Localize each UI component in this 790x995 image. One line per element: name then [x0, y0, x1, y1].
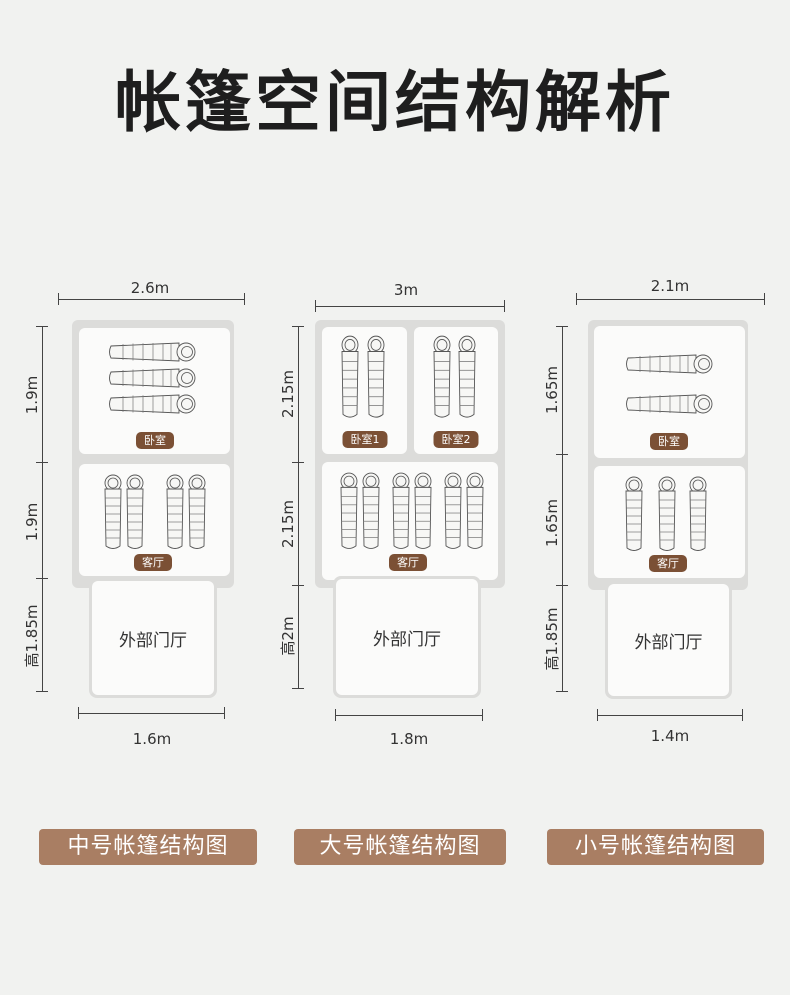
- room-length-label: 1.9m: [23, 375, 41, 415]
- dimension-tick: [482, 709, 483, 721]
- side-dimension-line: [298, 326, 299, 689]
- sleeping-bag-icon: [658, 476, 676, 551]
- sleeping-bag-icon: [362, 472, 380, 549]
- bottom-width-label: 1.8m: [389, 730, 429, 748]
- sleeping-bag-icon: [126, 474, 144, 549]
- dimension-tick: [742, 709, 743, 721]
- sleeping-bag-icon: [433, 335, 451, 418]
- sleeping-bag-icon: [625, 476, 643, 551]
- dimension-tick: [556, 585, 568, 586]
- bottom-width-line: [597, 715, 743, 716]
- bottom-width-label: 1.6m: [132, 730, 172, 748]
- dimension-tick: [556, 454, 568, 455]
- sleeping-bag-icon: [414, 472, 432, 549]
- caption-small-tent: 小号帐篷结构图: [547, 829, 764, 865]
- page-title: 帐篷空间结构解析: [115, 64, 675, 141]
- dimension-tick: [597, 709, 598, 721]
- dimension-tick: [315, 300, 316, 312]
- room-tag: 客厅: [134, 554, 172, 571]
- side-dimension-line: [562, 326, 563, 692]
- dimension-tick: [224, 707, 225, 719]
- vestibule-height-label: 高1.85m: [543, 607, 561, 671]
- dimension-tick: [292, 585, 304, 586]
- room-bedroom-1: 卧室1: [322, 327, 407, 454]
- room-length-label: 2.15m: [279, 500, 297, 549]
- bottom-width-line: [335, 715, 483, 716]
- room-length-label: 1.9m: [23, 502, 41, 542]
- vestibule-label: 外部门厅: [608, 584, 729, 696]
- top-width-label: 2.1m: [650, 277, 690, 295]
- top-width-line: [58, 299, 245, 300]
- vestibule-label: 外部门厅: [336, 579, 478, 695]
- large-tent-diagram: 3m 2.15m 2.15m 高2m 卧室1 卧室2 客厅 外部门厅 1.8m: [263, 270, 526, 748]
- dimension-tick: [556, 326, 568, 327]
- sleeping-bag-icon: [466, 472, 484, 549]
- room-living: 客厅: [594, 466, 745, 578]
- sleeping-bag-icon: [109, 368, 196, 388]
- vestibule: 外部门厅: [89, 578, 217, 698]
- dimension-tick: [292, 326, 304, 327]
- vestibule-height-label: 高2m: [279, 616, 297, 656]
- sleeping-bag-icon: [188, 474, 206, 549]
- sleeping-bag-icon: [109, 342, 196, 362]
- dimension-tick: [78, 707, 79, 719]
- sleeping-bag-icon: [626, 394, 713, 414]
- sleeping-bag-icon: [104, 474, 122, 549]
- room-living: 客厅: [322, 462, 498, 580]
- room-length-label: 1.65m: [543, 366, 561, 415]
- top-width-line: [315, 306, 505, 307]
- vestibule: 外部门厅: [605, 581, 732, 699]
- room-tag: 客厅: [389, 554, 427, 571]
- room-tag: 卧室2: [433, 431, 479, 448]
- room-tag: 客厅: [649, 555, 687, 572]
- caption-large-tent: 大号帐篷结构图: [294, 829, 506, 865]
- vestibule-label: 外部门厅: [92, 581, 214, 695]
- dimension-tick: [36, 691, 48, 692]
- room-tag: 卧室: [136, 432, 174, 449]
- caption-medium-tent: 中号帐篷结构图: [39, 829, 257, 865]
- sleeping-bag-icon: [444, 472, 462, 549]
- room-length-label: 2.15m: [279, 370, 297, 419]
- medium-tent-diagram: 2.6m 1.9m 1.9m 高1.85m 卧室 客厅 外部门厅 1.6m: [0, 270, 263, 748]
- room-bedroom: 卧室: [594, 326, 745, 458]
- sleeping-bag-icon: [367, 335, 385, 418]
- sleeping-bag-icon: [166, 474, 184, 549]
- sleeping-bag-icon: [341, 335, 359, 418]
- dimension-tick: [764, 293, 765, 305]
- sleeping-bag-icon: [458, 335, 476, 418]
- top-width-line: [576, 299, 765, 300]
- room-bedroom-2: 卧室2: [414, 327, 498, 454]
- top-width-label: 3m: [393, 281, 419, 299]
- dimension-tick: [504, 300, 505, 312]
- bottom-width-line: [78, 713, 225, 714]
- room-tag: 卧室1: [342, 431, 388, 448]
- sleeping-bag-icon: [626, 354, 713, 374]
- room-length-label: 1.65m: [543, 499, 561, 548]
- room-bedroom: 卧室: [79, 328, 230, 454]
- sleeping-bag-icon: [689, 476, 707, 551]
- dimension-tick: [36, 462, 48, 463]
- dimension-tick: [556, 691, 568, 692]
- sleeping-bag-icon: [392, 472, 410, 549]
- sleeping-bag-icon: [109, 394, 196, 414]
- bottom-width-label: 1.4m: [650, 727, 690, 745]
- small-tent-diagram: 2.1m 1.65m 1.65m 高1.85m 卧室 客厅 外部门厅 1.4m: [526, 270, 790, 745]
- dimension-tick: [292, 462, 304, 463]
- room-living: 客厅: [79, 464, 230, 576]
- dimension-tick: [292, 688, 304, 689]
- dimension-tick: [576, 293, 577, 305]
- top-width-label: 2.6m: [130, 279, 170, 297]
- vestibule: 外部门厅: [333, 576, 481, 698]
- dimension-tick: [58, 293, 59, 305]
- dimension-tick: [36, 578, 48, 579]
- sleeping-bag-icon: [340, 472, 358, 549]
- vestibule-height-label: 高1.85m: [23, 604, 41, 668]
- dimension-tick: [244, 293, 245, 305]
- room-tag: 卧室: [650, 433, 688, 450]
- dimension-tick: [36, 326, 48, 327]
- side-dimension-line: [42, 326, 43, 692]
- dimension-tick: [335, 709, 336, 721]
